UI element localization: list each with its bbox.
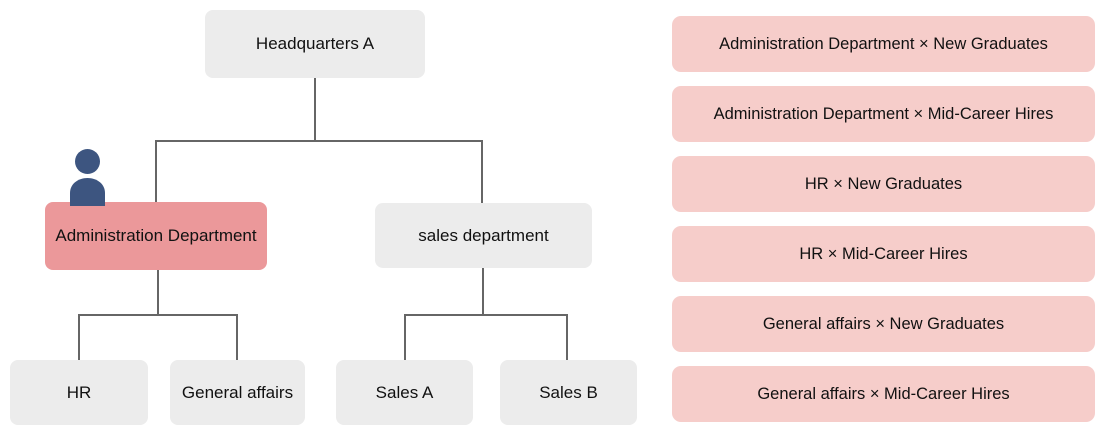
- org-node-sales-b[interactable]: Sales B: [500, 360, 637, 425]
- badge-item[interactable]: General affairs × New Graduates: [672, 296, 1095, 352]
- connector-sales-department-bus: [404, 314, 568, 316]
- org-node-sales-department[interactable]: sales department: [375, 203, 592, 268]
- badge-item[interactable]: HR × New Graduates: [672, 156, 1095, 212]
- connector-hq-to-bus: [314, 78, 316, 141]
- org-node-administration-department[interactable]: Administration Department: [45, 202, 267, 270]
- connector-bus-to-sales-a: [404, 314, 406, 360]
- connector-bus-to-administration: [155, 140, 157, 202]
- org-chart: Headquarters A Administration Department…: [10, 10, 637, 425]
- org-node-sales-a[interactable]: Sales A: [336, 360, 473, 425]
- badge-item[interactable]: HR × Mid-Career Hires: [672, 226, 1095, 282]
- connector-sales-department-down: [482, 268, 484, 315]
- org-node-general-affairs[interactable]: General affairs: [170, 360, 305, 425]
- badge-item[interactable]: General affairs × Mid-Career Hires: [672, 366, 1095, 422]
- connector-administration-down: [157, 270, 159, 315]
- connector-bus-to-sales-b: [566, 314, 568, 360]
- badge-item[interactable]: Administration Department × Mid-Career H…: [672, 86, 1095, 142]
- org-node-hr[interactable]: HR: [10, 360, 148, 425]
- connector-hq-horizontal-bus: [155, 140, 483, 142]
- connector-bus-to-general-affairs: [236, 314, 238, 360]
- badge-item[interactable]: Administration Department × New Graduate…: [672, 16, 1095, 72]
- combination-badge-list: Administration Department × New Graduate…: [672, 16, 1095, 422]
- person-icon: [68, 148, 108, 206]
- connector-bus-to-sales-department: [481, 140, 483, 203]
- connector-bus-to-hr: [78, 314, 80, 360]
- connector-administration-bus: [78, 314, 238, 316]
- org-node-headquarters[interactable]: Headquarters A: [205, 10, 425, 78]
